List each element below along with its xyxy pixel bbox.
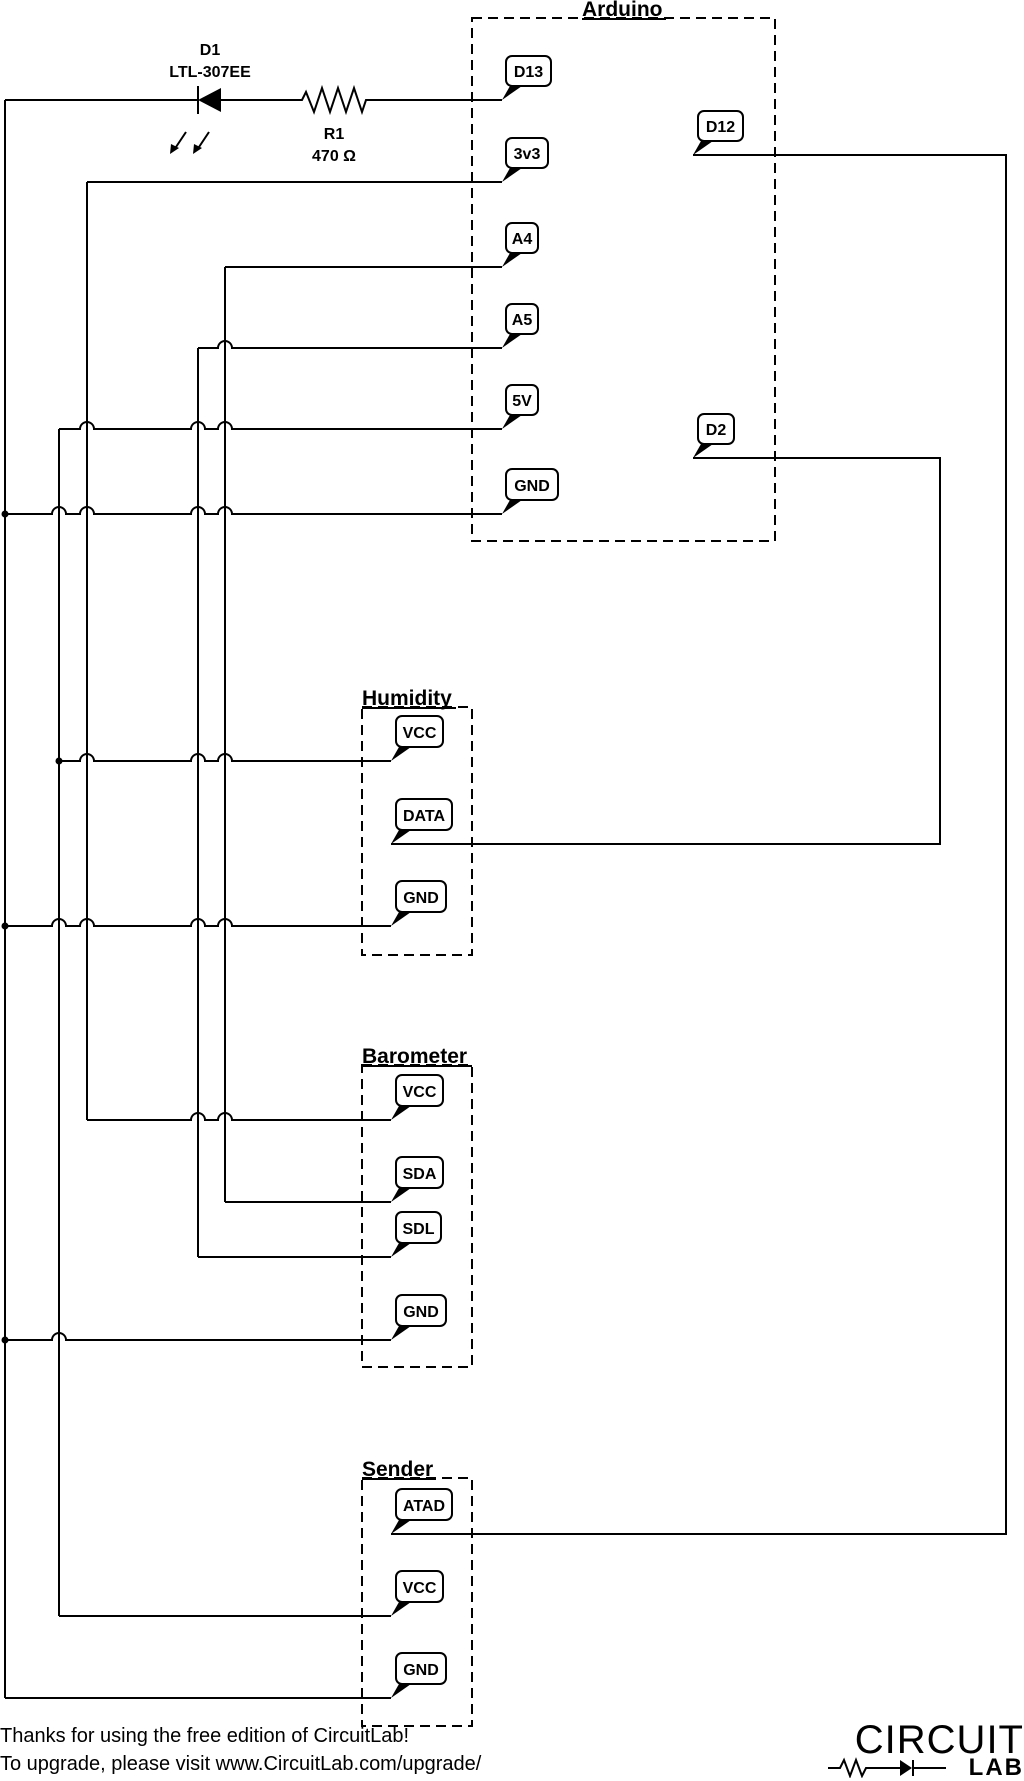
- pin-tag-barometer-vcc: VCC: [391, 1074, 444, 1120]
- led-part: LTL-307EE: [169, 64, 251, 81]
- barometer-vcc-wire: [87, 1112, 391, 1121]
- junction-dot: [55, 757, 63, 765]
- barometer-title: Barometer: [362, 1045, 467, 1068]
- svg-text:D12: D12: [706, 119, 735, 136]
- resistor-value: 470 Ω: [312, 148, 356, 165]
- a5-wire: [198, 340, 502, 349]
- svg-text:D2: D2: [706, 422, 727, 439]
- arduino-title: Arduino: [582, 0, 662, 21]
- humidity-gnd-wire: [5, 918, 391, 927]
- pin-tag-d13: D13: [502, 55, 552, 100]
- svg-text:GND: GND: [514, 478, 550, 495]
- sender-title: Sender: [362, 1458, 433, 1481]
- 5v-wire: [59, 421, 502, 430]
- svg-text:GND: GND: [403, 1304, 439, 1321]
- pin-tag-barometer-sda: SDA: [391, 1156, 444, 1202]
- pin-tag-humidity-data: DATA: [391, 798, 453, 844]
- pin-tag-d2: D2: [693, 413, 735, 458]
- humidity-title: Humidity: [362, 687, 452, 710]
- svg-text:VCC: VCC: [403, 1084, 437, 1101]
- pin-tag-5v: 5V: [502, 384, 539, 429]
- pin-tag-sender-vcc: VCC: [391, 1570, 444, 1616]
- svg-text:GND: GND: [403, 890, 439, 907]
- junction-dot: [1, 1336, 9, 1344]
- humidity-vcc-wire: [59, 753, 391, 762]
- junction-dot: [1, 922, 9, 930]
- d12-to-atad-wire: [391, 154, 1007, 1535]
- svg-text:D13: D13: [514, 64, 543, 81]
- pin-tag-barometer-gnd: GND: [391, 1294, 447, 1340]
- logo-top-text: CIRCUIT: [854, 1718, 1024, 1762]
- d2-to-data-wire: [391, 457, 941, 845]
- logo-resistor-diode-icon: [828, 1757, 946, 1778]
- pin-tag-a5: A5: [502, 303, 539, 348]
- footer-text: Thanks for using the free edition of Cir…: [0, 1722, 481, 1778]
- svg-text:5V: 5V: [512, 393, 532, 410]
- svg-text:VCC: VCC: [403, 725, 437, 742]
- pin-tag-sender-gnd: GND: [391, 1652, 447, 1698]
- svg-text:3v3: 3v3: [514, 146, 541, 163]
- junction-dot: [1, 510, 9, 518]
- pin-tag-a4: A4: [502, 222, 539, 267]
- pin-tag-sender-atad: ATAD: [391, 1488, 453, 1534]
- footer-line-1: Thanks for using the free edition of Cir…: [0, 1725, 410, 1747]
- svg-text:SDA: SDA: [403, 1166, 437, 1183]
- svg-text:ATAD: ATAD: [403, 1498, 445, 1515]
- arduino-block: [471, 17, 776, 542]
- led-ref: D1: [200, 42, 221, 59]
- logo-bottom-text: LAB: [968, 1754, 1024, 1781]
- resistor-ref: R1: [324, 126, 345, 143]
- footer-line-2: To upgrade, please visit www.CircuitLab.…: [0, 1753, 482, 1775]
- svg-text:GND: GND: [403, 1662, 439, 1679]
- svg-text:SDL: SDL: [403, 1221, 435, 1238]
- pin-tag-barometer-sdl: SDL: [391, 1211, 442, 1257]
- pin-tag-3v3: 3v3: [502, 137, 549, 182]
- d13-wire: [5, 84, 502, 116]
- pin-tag-humidity-gnd: GND: [391, 880, 447, 926]
- barometer-gnd-wire: [5, 1332, 391, 1341]
- svg-text:VCC: VCC: [403, 1580, 437, 1597]
- svg-text:A4: A4: [512, 231, 533, 248]
- pin-tag-arduino-gnd: GND: [502, 468, 559, 514]
- pin-tag-humidity-vcc: VCC: [391, 715, 444, 761]
- svg-text:DATA: DATA: [403, 808, 446, 825]
- led-d1-icon: [170, 86, 221, 154]
- pin-tag-d12: D12: [693, 110, 744, 155]
- svg-text:A5: A5: [512, 312, 533, 329]
- arduino-gnd-wire: [5, 506, 502, 515]
- circuitlab-logo: CIRCUIT LAB: [826, 1718, 1024, 1781]
